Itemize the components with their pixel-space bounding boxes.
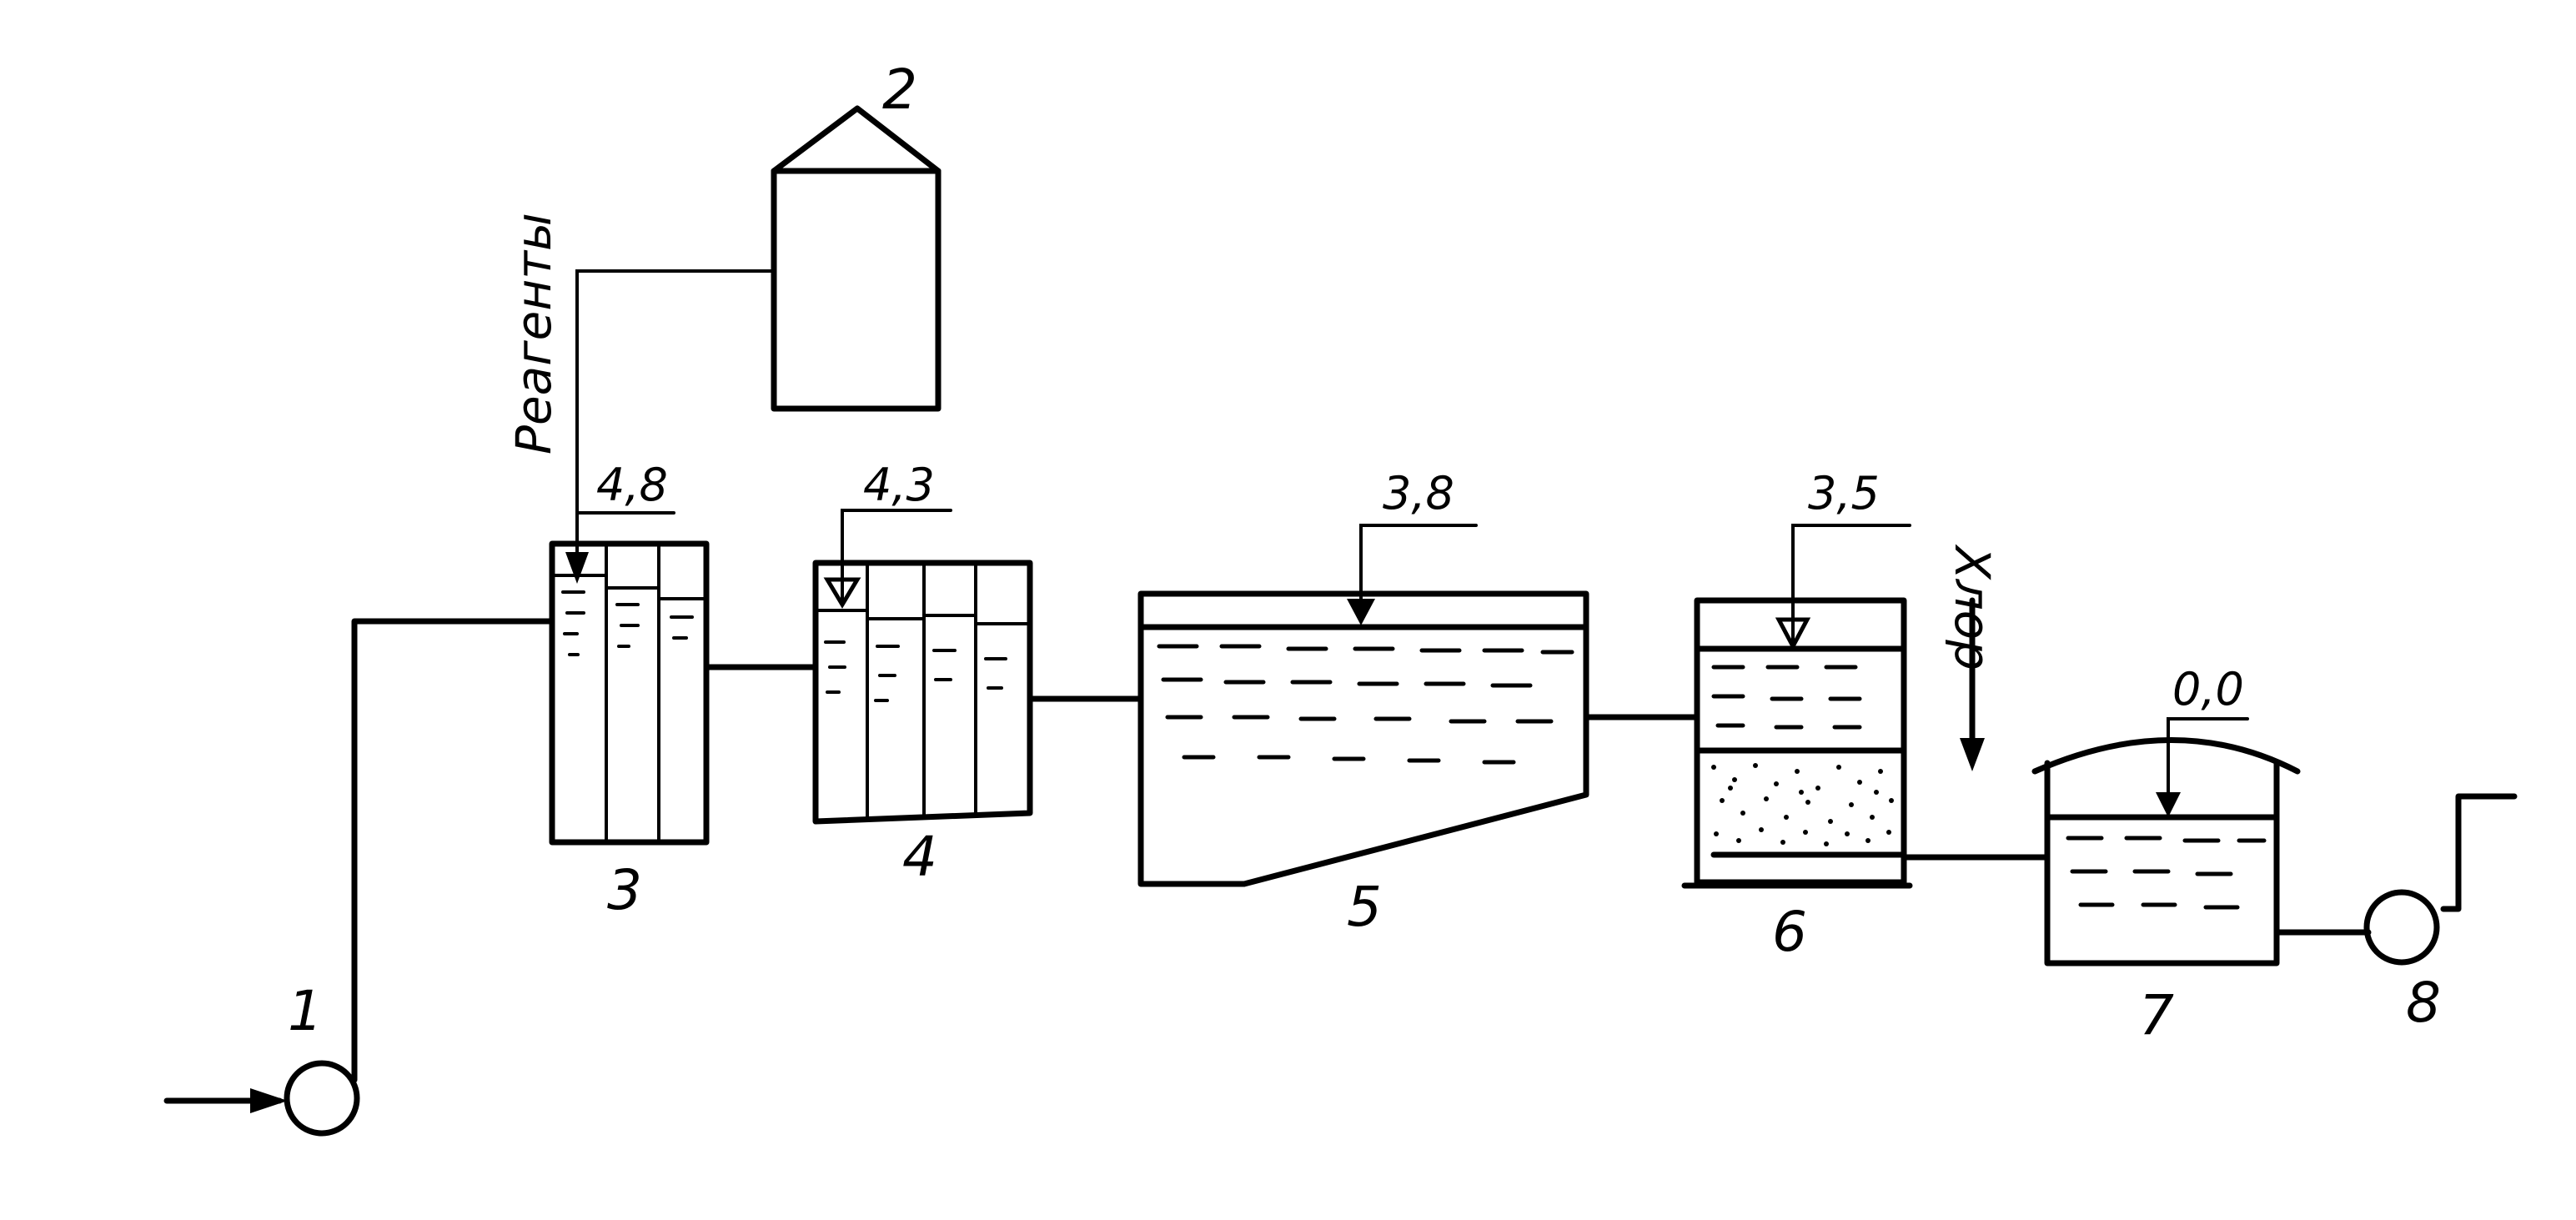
label-settler: 5: [1347, 875, 1382, 939]
filter-sand-layer: [1711, 763, 1894, 846]
level-marker-filter: [1775, 524, 1911, 651]
chlorine-annotation: Хлор: [1944, 544, 2001, 670]
filter: [1681, 597, 1913, 889]
outlet-pipe: [2440, 793, 2518, 912]
level-settler: 3,8: [1383, 467, 1454, 520]
level-marker-settler: [1347, 524, 1478, 625]
level-clear-water-tank: 0,0: [2172, 663, 2244, 715]
level-marker-clear-water-tank: [2156, 717, 2249, 817]
reagents-annotation: Реагенты: [505, 213, 562, 454]
settler: [1137, 590, 1589, 887]
level-flocculation-chamber: 4,3: [863, 459, 935, 511]
level-filter: 3,5: [1808, 467, 1880, 520]
label-filter: 6: [1772, 900, 1807, 964]
pump-1: [284, 1060, 360, 1137]
level-mixer: 4,8: [596, 459, 668, 511]
level-marker-flocculation: [823, 509, 952, 609]
flocculation-chamber: [812, 560, 1033, 825]
riser-pipe: [351, 618, 554, 1083]
label-pump-in: 1: [288, 979, 323, 1043]
clear-water-tank: [2031, 737, 2301, 966]
mixer: [549, 540, 710, 846]
reagent-feed-line: [565, 269, 776, 584]
inlet-arrow: [163, 1088, 288, 1113]
reagent-tank: [771, 105, 942, 412]
label-reagent-tank: 2: [882, 58, 917, 122]
label-mixer: 3: [607, 858, 642, 922]
pump-8: [2363, 889, 2440, 966]
chlorine-arrow: [1960, 597, 1985, 771]
label-flocculation-chamber: 4: [902, 825, 937, 889]
label-pump-out: 8: [2406, 971, 2441, 1035]
label-clear-water-tank: 7: [2139, 983, 2174, 1047]
